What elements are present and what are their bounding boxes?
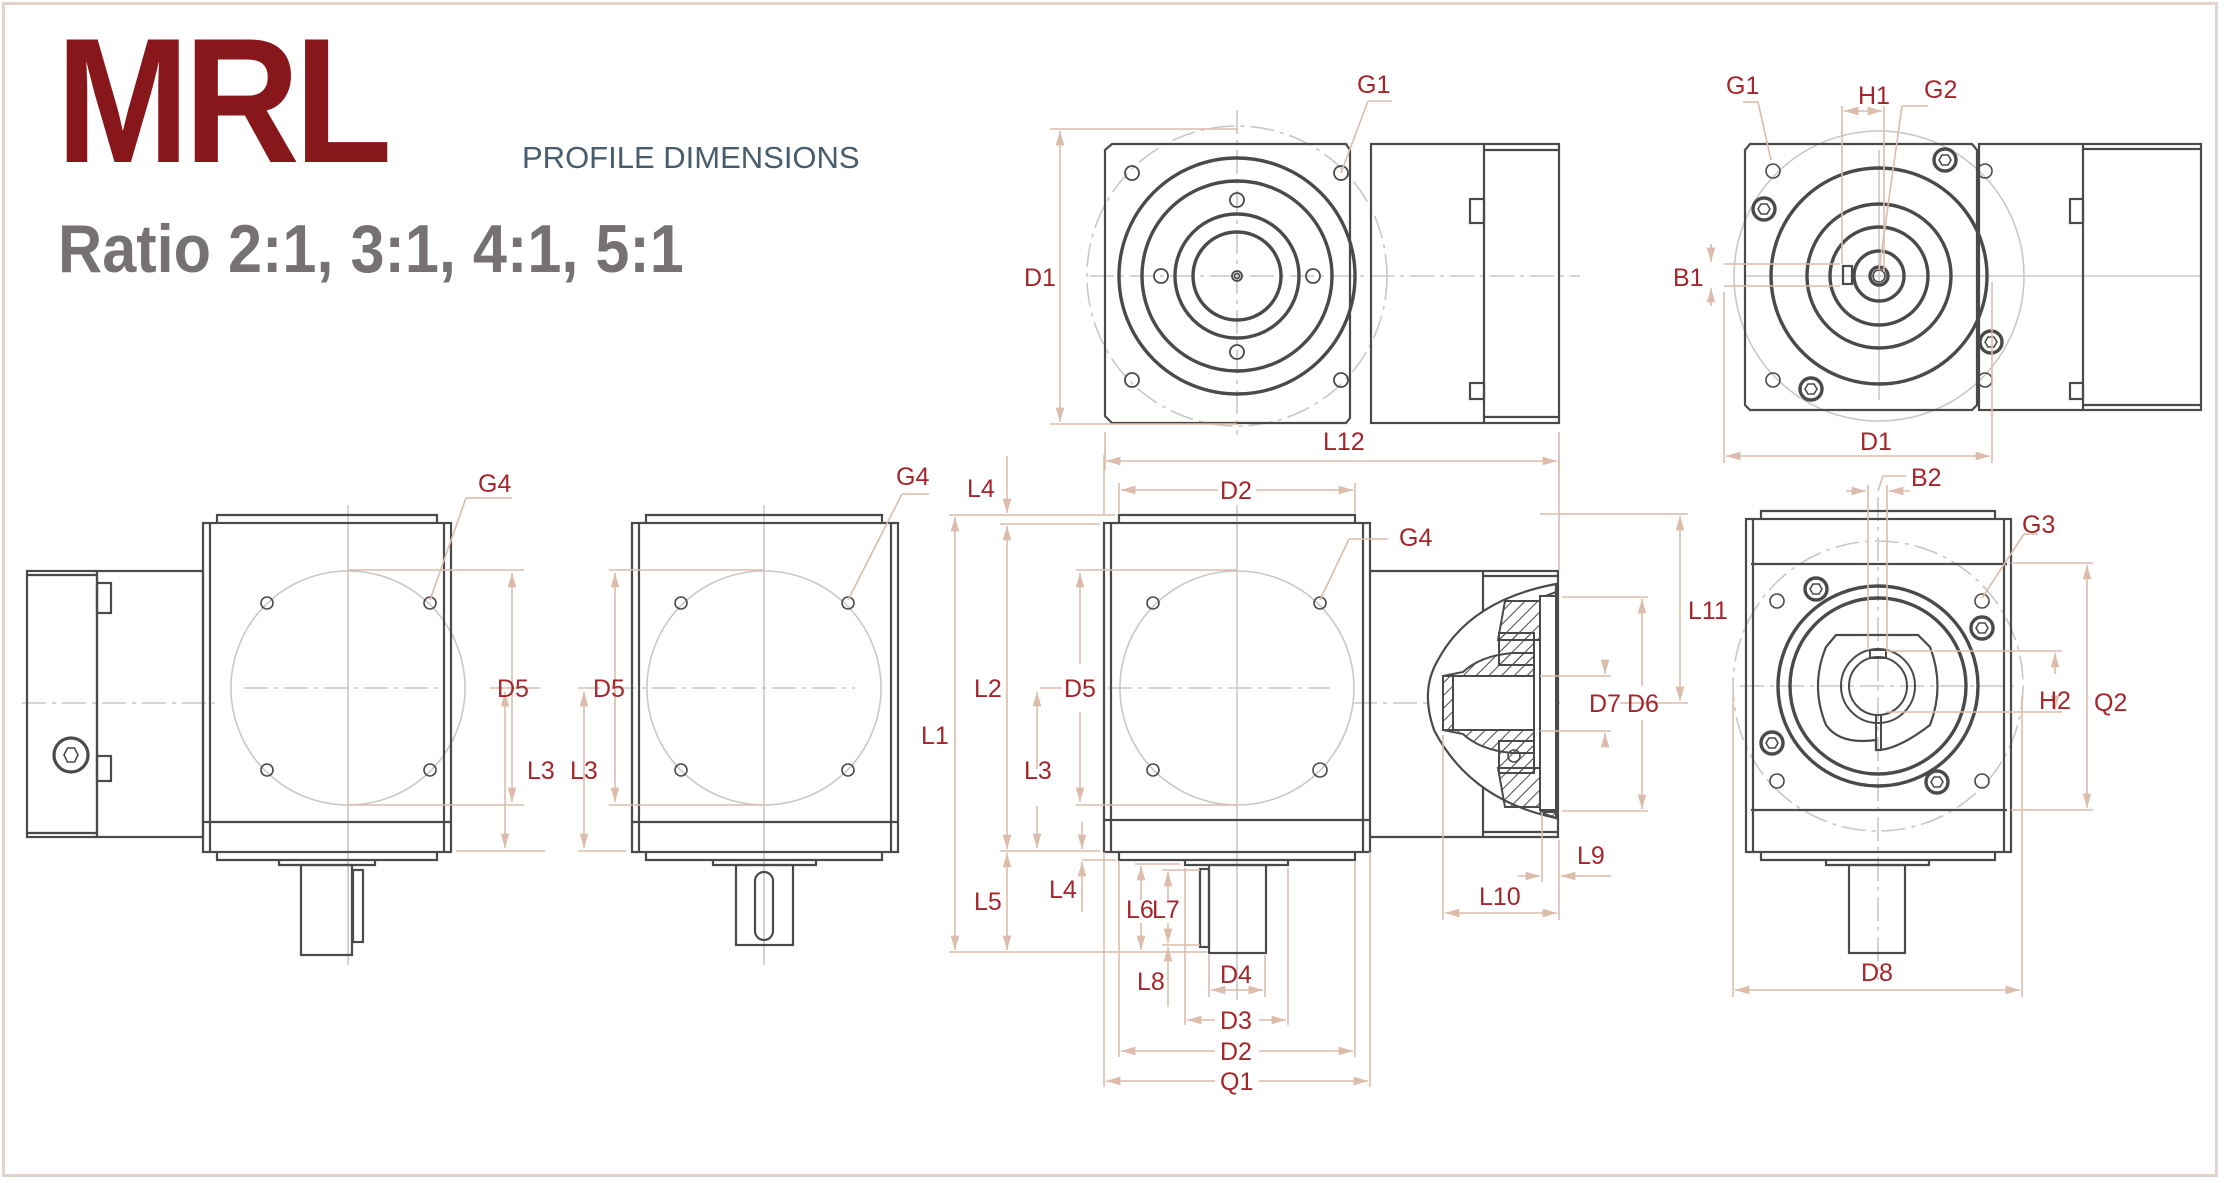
side-section-view <box>949 455 1688 1087</box>
label-l12: L12 <box>1323 428 1365 456</box>
label-d2-top: D2 <box>1220 477 1252 505</box>
end-hollow-view <box>1732 475 2093 997</box>
label-l10: L10 <box>1479 883 1521 911</box>
label-l8: L8 <box>1137 968 1165 996</box>
label-q1: Q1 <box>1220 1068 1253 1096</box>
label-g4-section: G4 <box>1399 524 1432 552</box>
label-l3-shaft: L3 <box>570 757 598 785</box>
ratio-heading: Ratio 2:1, 3:1, 4:1, 5:1 <box>58 211 684 287</box>
label-h2: H2 <box>2039 687 2071 715</box>
label-g1-output: G1 <box>1726 72 1759 100</box>
top-output-view <box>1706 101 2203 463</box>
label-l6: L6 <box>1126 896 1154 924</box>
label-d1: D1 <box>1024 264 1056 292</box>
label-l2: L2 <box>974 675 1002 703</box>
label-d4: D4 <box>1220 961 1252 989</box>
section-cutaway <box>1426 582 1558 820</box>
label-d7: D7 <box>1589 690 1621 718</box>
dimension-labels: G1 D1 L12 G1 H1 G2 B1 D1 G4 D5 L3 G4 D5 … <box>478 71 2127 1096</box>
label-l4-top: L4 <box>967 475 995 503</box>
label-b1: B1 <box>1673 264 1704 292</box>
label-h1: H1 <box>1858 82 1890 110</box>
label-l4-bottom: L4 <box>1049 876 1077 904</box>
label-d2-bottom: D2 <box>1220 1038 1252 1066</box>
side-shaft-view <box>578 493 929 965</box>
label-d5-shaft: D5 <box>593 675 625 703</box>
label-g2: G2 <box>1924 76 1957 104</box>
label-l5: L5 <box>974 888 1002 916</box>
label-q2: Q2 <box>2094 689 2127 717</box>
label-g4-motor: G4 <box>478 470 511 498</box>
side-motor-view <box>22 497 545 965</box>
label-b2: B2 <box>1911 464 1942 492</box>
label-d1-output: D1 <box>1860 428 1892 456</box>
profile-dimensions-subtitle: PROFILE DIMENSIONS <box>522 140 860 175</box>
label-l1: L1 <box>921 722 949 750</box>
label-l11: L11 <box>1688 597 1728 625</box>
label-d5-section: D5 <box>1064 675 1096 703</box>
product-title: MRL <box>56 1 392 200</box>
label-g3: G3 <box>2022 511 2055 539</box>
label-d3: D3 <box>1220 1007 1252 1035</box>
label-g4-shaft: G4 <box>896 463 929 491</box>
label-l3-motor: L3 <box>527 757 555 785</box>
label-d8: D8 <box>1861 959 1893 987</box>
top-front-view <box>1050 100 1580 470</box>
label-d5-motor: D5 <box>497 675 529 703</box>
label-l9: L9 <box>1577 842 1605 870</box>
label-l3-section: L3 <box>1024 757 1052 785</box>
label-g1: G1 <box>1357 71 1390 99</box>
label-d6: D6 <box>1627 690 1659 718</box>
label-l7: L7 <box>1152 896 1180 924</box>
